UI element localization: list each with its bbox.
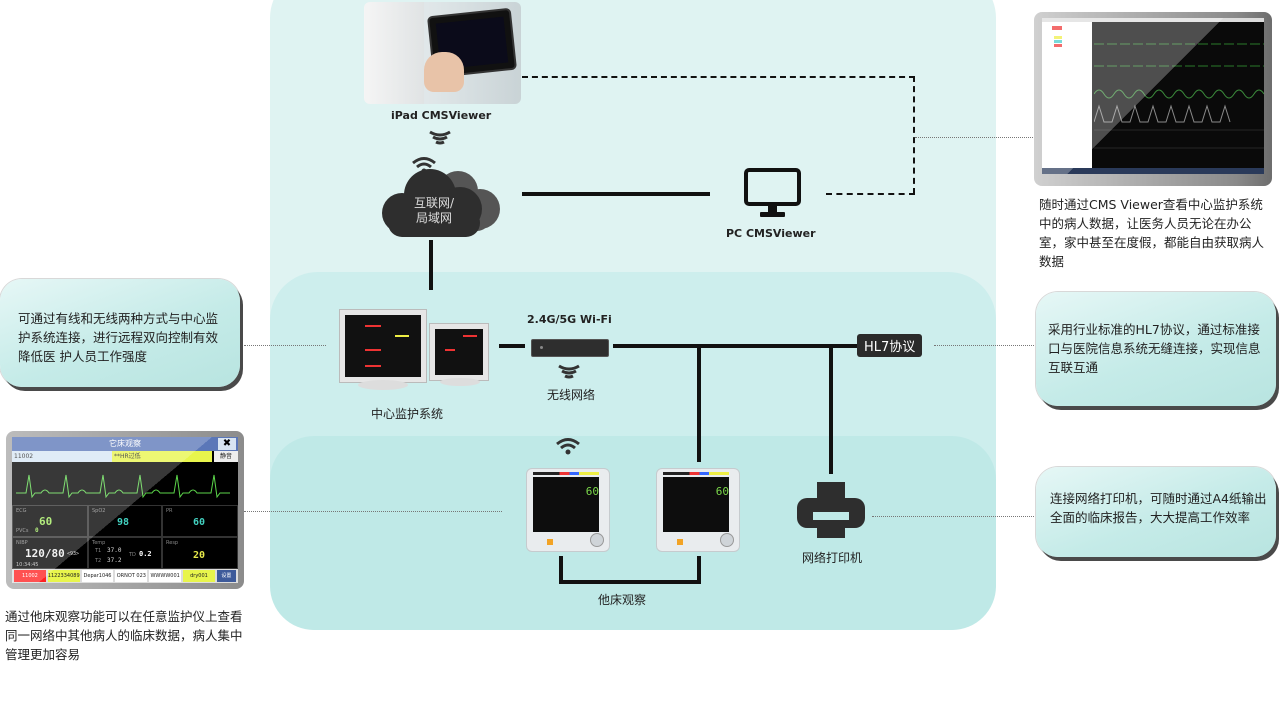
central-label: 中心监护系统 [371, 407, 444, 421]
patient-tree [1042, 22, 1092, 174]
other-bed-label: 他床观察 [598, 593, 647, 607]
bed-tab[interactable]: WWWW001 [149, 570, 182, 582]
leader-other-bed [244, 511, 502, 512]
central-monitoring-station [336, 308, 492, 400]
wifi-router [531, 339, 609, 357]
printer-label: 网络打印机 [802, 551, 863, 565]
printer-icon [797, 482, 865, 538]
cloud-label: 互联网/ 局域网 [413, 196, 455, 225]
hl7-badge: HL7协议 [857, 334, 923, 357]
bed-selector-bar: 11002 1122334089 Depar1046 ORNOT 023 WWW… [12, 569, 238, 583]
alarm-message: **HR过低 [112, 451, 212, 462]
ecg-waveform [16, 474, 230, 499]
leader-wired-wireless [244, 345, 326, 346]
wireless-label: 无线网络 [547, 388, 596, 402]
other-bed-window: 它床观察 ✖ 11002 **HR过低 静音 ECG 60 PVCs 0 SpO… [6, 431, 244, 589]
callout-hl7: 采用行业标准的HL7协议，通过标准接口与医院信息系统无缝连接，实现信息互联互通 [1036, 292, 1276, 406]
callout-wired-wireless: 可通过有线和无线两种方式与中心监护系统连接，进行远程双向控制有效降低医 护人员工… [0, 279, 240, 387]
cloud-icon [382, 169, 500, 237]
hand [424, 52, 464, 92]
waveforms [1094, 43, 1264, 149]
nibp-cell: NIBP 120/80 <93> 10:34:45 [12, 537, 88, 569]
zone-bedside [270, 436, 996, 630]
window-title: 它床观察 [12, 437, 238, 451]
ecg-cell: ECG 60 PVCs 0 [12, 505, 88, 537]
connector-cloud-central [429, 240, 433, 290]
pc-monitor-icon [744, 168, 801, 217]
bedside-hr-value: 60 [715, 485, 729, 498]
callout-other-bed: 通过他床观察功能可以在任意监护仪上查看同一网络中其他病人的临床数据，病人集中管理… [5, 609, 243, 662]
cms-viewer-screenshot [1034, 12, 1272, 186]
wireless-icon [558, 364, 580, 379]
wifi-icon [429, 130, 451, 145]
spo2-value: 98 [117, 517, 130, 528]
bed-tab[interactable]: 1122334089 [47, 570, 80, 582]
connector-bus-bedside [697, 346, 701, 462]
ipad-label: iPad CMSViewer [391, 109, 492, 122]
dashed-link-ipad [522, 76, 915, 78]
wifi-icon [556, 438, 580, 455]
bed-tab[interactable]: 11002 [14, 570, 46, 582]
bracket-left [559, 556, 563, 584]
ipad-photo [364, 2, 521, 104]
connector-cloud-pc [522, 192, 710, 196]
connector-bus [613, 344, 857, 348]
callout-cms-viewer: 随时通过CMS Viewer查看中心监护系统中的病人数据，让医务人员无论在办公室… [1039, 197, 1265, 269]
doctor-coat [364, 2, 424, 104]
bracket-bottom [559, 580, 701, 584]
central-screen-main [340, 310, 426, 382]
bed-tab[interactable]: ORNOT 023 [115, 570, 148, 582]
connector-bus-printer [829, 346, 833, 474]
ecg-value: 60 [39, 515, 53, 528]
wifi-band-label: 2.4G/5G Wi-Fi [527, 313, 612, 326]
leader-printer [872, 516, 1034, 517]
bracket-right [697, 556, 701, 584]
nibp-value: 120/80 [25, 547, 65, 560]
bedside-monitor-1: 60 [526, 468, 610, 552]
temp-cell: Temp T1 37.0 T2 37.2 TD 0.2 [88, 537, 162, 569]
dashed-link-pc [826, 193, 915, 195]
leader-hl7 [934, 345, 1034, 346]
pc-label: PC CMSViewer [726, 227, 816, 240]
connector-central-router [499, 344, 525, 348]
bedside-hr-value: 60 [585, 485, 599, 498]
resp-value: 20 [193, 550, 206, 561]
resp-cell: Resp 20 [162, 537, 238, 569]
spo2-cell: SpO2 98 [88, 505, 162, 537]
mute-button[interactable]: 静音 [214, 451, 238, 462]
dashed-link-vertical [913, 76, 915, 194]
leader-cms-viewer [915, 137, 1033, 138]
settings-button[interactable]: 设置 [216, 570, 236, 582]
pr-value: 60 [193, 517, 206, 528]
bed-number: 11002 [12, 451, 112, 462]
bed-tab[interactable]: Depar1046 [81, 570, 114, 582]
bedside-monitor-2: 60 [656, 468, 740, 552]
callout-printer: 连接网络打印机，可随时通过A4纸输出全面的临床报告，大大提高工作效率 [1036, 467, 1276, 557]
close-icon[interactable]: ✖ [218, 438, 236, 450]
bed-tab[interactable]: dry001 [183, 570, 215, 582]
pr-cell: PR 60 [162, 505, 238, 537]
central-screen-secondary [430, 324, 488, 380]
